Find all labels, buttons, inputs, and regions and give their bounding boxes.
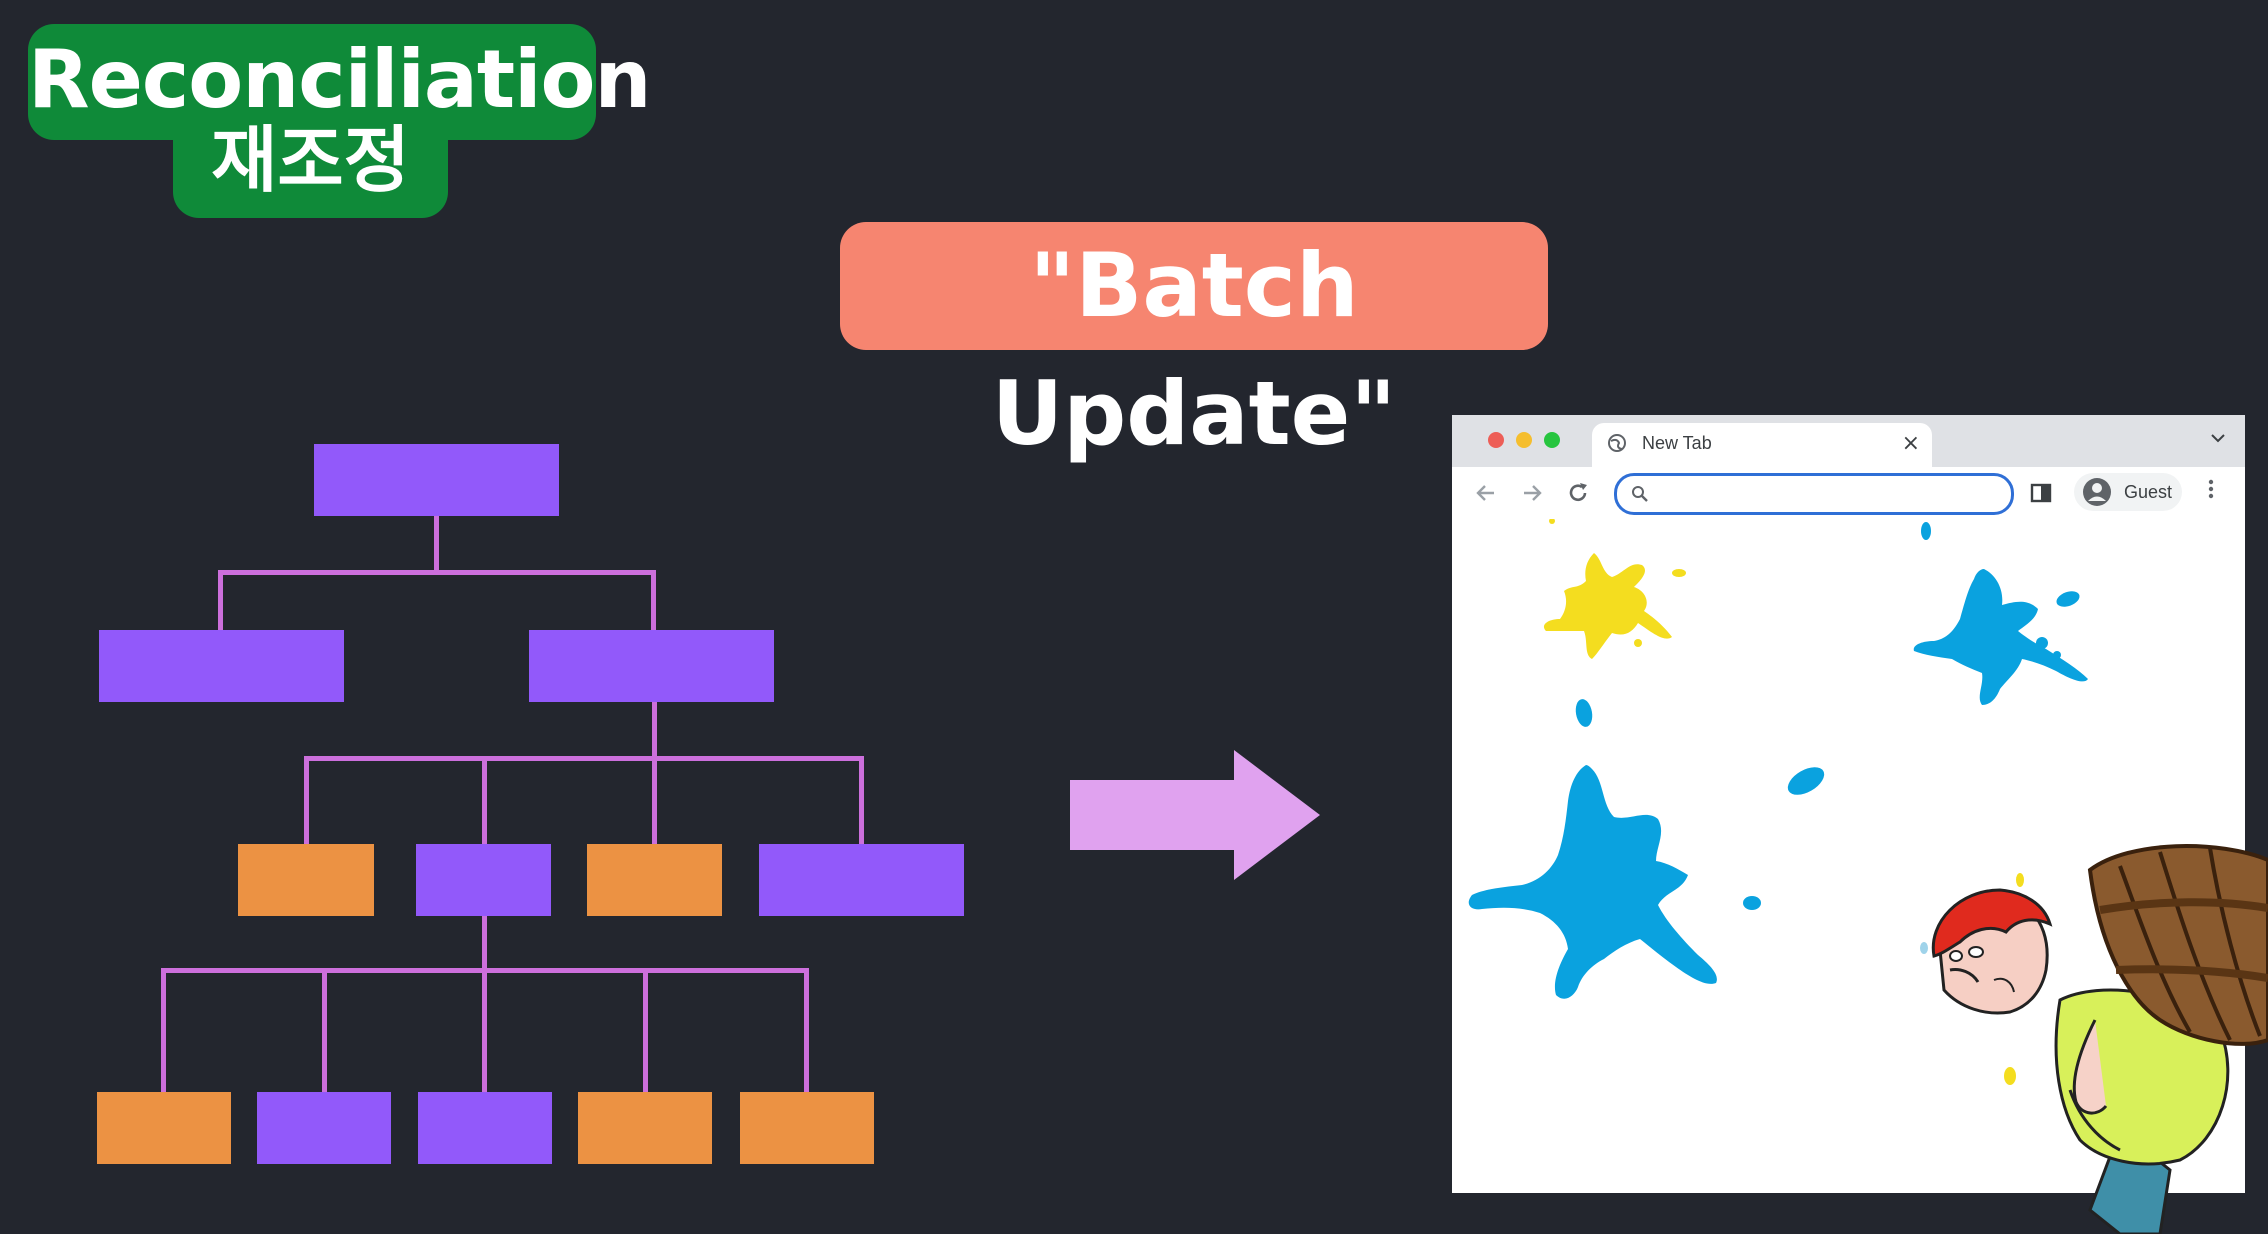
menu-icon[interactable] xyxy=(2208,477,2214,501)
tree-node xyxy=(257,1092,391,1164)
browser-toolbar: Guest xyxy=(1452,467,2245,519)
tree-link xyxy=(652,702,657,758)
globe-icon xyxy=(1608,434,1626,452)
title-english: Reconciliation xyxy=(28,33,651,126)
tree-link xyxy=(652,756,657,844)
tree-node xyxy=(416,844,551,916)
tree-node xyxy=(587,844,722,916)
close-icon[interactable]: × xyxy=(1901,431,1920,456)
person-carrying-barrel-illustration xyxy=(1920,844,2268,1234)
title-badge-bottom xyxy=(173,110,448,218)
tree-link xyxy=(804,968,809,1092)
yellow-paint-splat xyxy=(1543,519,1686,659)
paint-splats xyxy=(1468,519,2088,999)
chevron-down-icon[interactable] xyxy=(2209,429,2227,447)
right-arrow-icon xyxy=(1070,750,1320,880)
profile-label: Guest xyxy=(2124,482,2173,502)
tree-link xyxy=(218,570,656,575)
tree-node xyxy=(578,1092,712,1164)
tree-link xyxy=(643,968,648,1092)
batch-update-label: "Batch Update" xyxy=(840,222,1548,465)
tree-link xyxy=(859,756,864,844)
tree-node-root xyxy=(314,444,559,516)
back-icon[interactable] xyxy=(1474,481,1498,505)
title-korean: 재조정 xyxy=(211,118,410,202)
window-maximize-dot[interactable] xyxy=(1544,432,1560,448)
tree-node xyxy=(759,844,964,916)
tab-title: New Tab xyxy=(1642,433,1712,453)
reload-icon[interactable] xyxy=(1566,481,1590,505)
browser-tab-bar: New Tab × xyxy=(1452,415,2245,467)
window-minimize-dot[interactable] xyxy=(1516,432,1532,448)
profile-icon xyxy=(2083,478,2111,506)
title-badge: Reconciliation 재조정 xyxy=(0,0,651,230)
search-icon xyxy=(1632,486,1648,502)
barrel-icon xyxy=(2087,844,2268,1046)
tree-link xyxy=(434,516,439,572)
tree-link xyxy=(482,756,487,844)
profile-button[interactable]: Guest xyxy=(2074,473,2182,511)
blue-paint-splat xyxy=(1468,699,1825,999)
blue-paint-splat xyxy=(1913,522,2088,705)
window-close-dot[interactable] xyxy=(1488,432,1504,448)
tree-link xyxy=(651,570,656,630)
forward-icon[interactable] xyxy=(1520,481,1544,505)
tree-node xyxy=(97,1092,231,1164)
tree-link xyxy=(161,968,166,1092)
tree-link xyxy=(482,914,487,970)
tree-node xyxy=(529,630,774,702)
tree-node xyxy=(99,630,344,702)
tree-node xyxy=(238,844,374,916)
tree-link xyxy=(304,756,309,844)
tree-link xyxy=(482,968,487,1092)
tree-node xyxy=(418,1092,552,1164)
browser-tab[interactable]: New Tab × xyxy=(1592,423,1932,467)
tree-link xyxy=(304,756,864,761)
sidebar-icon[interactable] xyxy=(2030,482,2052,504)
tree-link xyxy=(322,968,327,1092)
tree-node xyxy=(740,1092,874,1164)
tree-link xyxy=(218,570,223,630)
component-tree xyxy=(0,0,1000,1234)
address-bar[interactable] xyxy=(1614,473,2014,515)
